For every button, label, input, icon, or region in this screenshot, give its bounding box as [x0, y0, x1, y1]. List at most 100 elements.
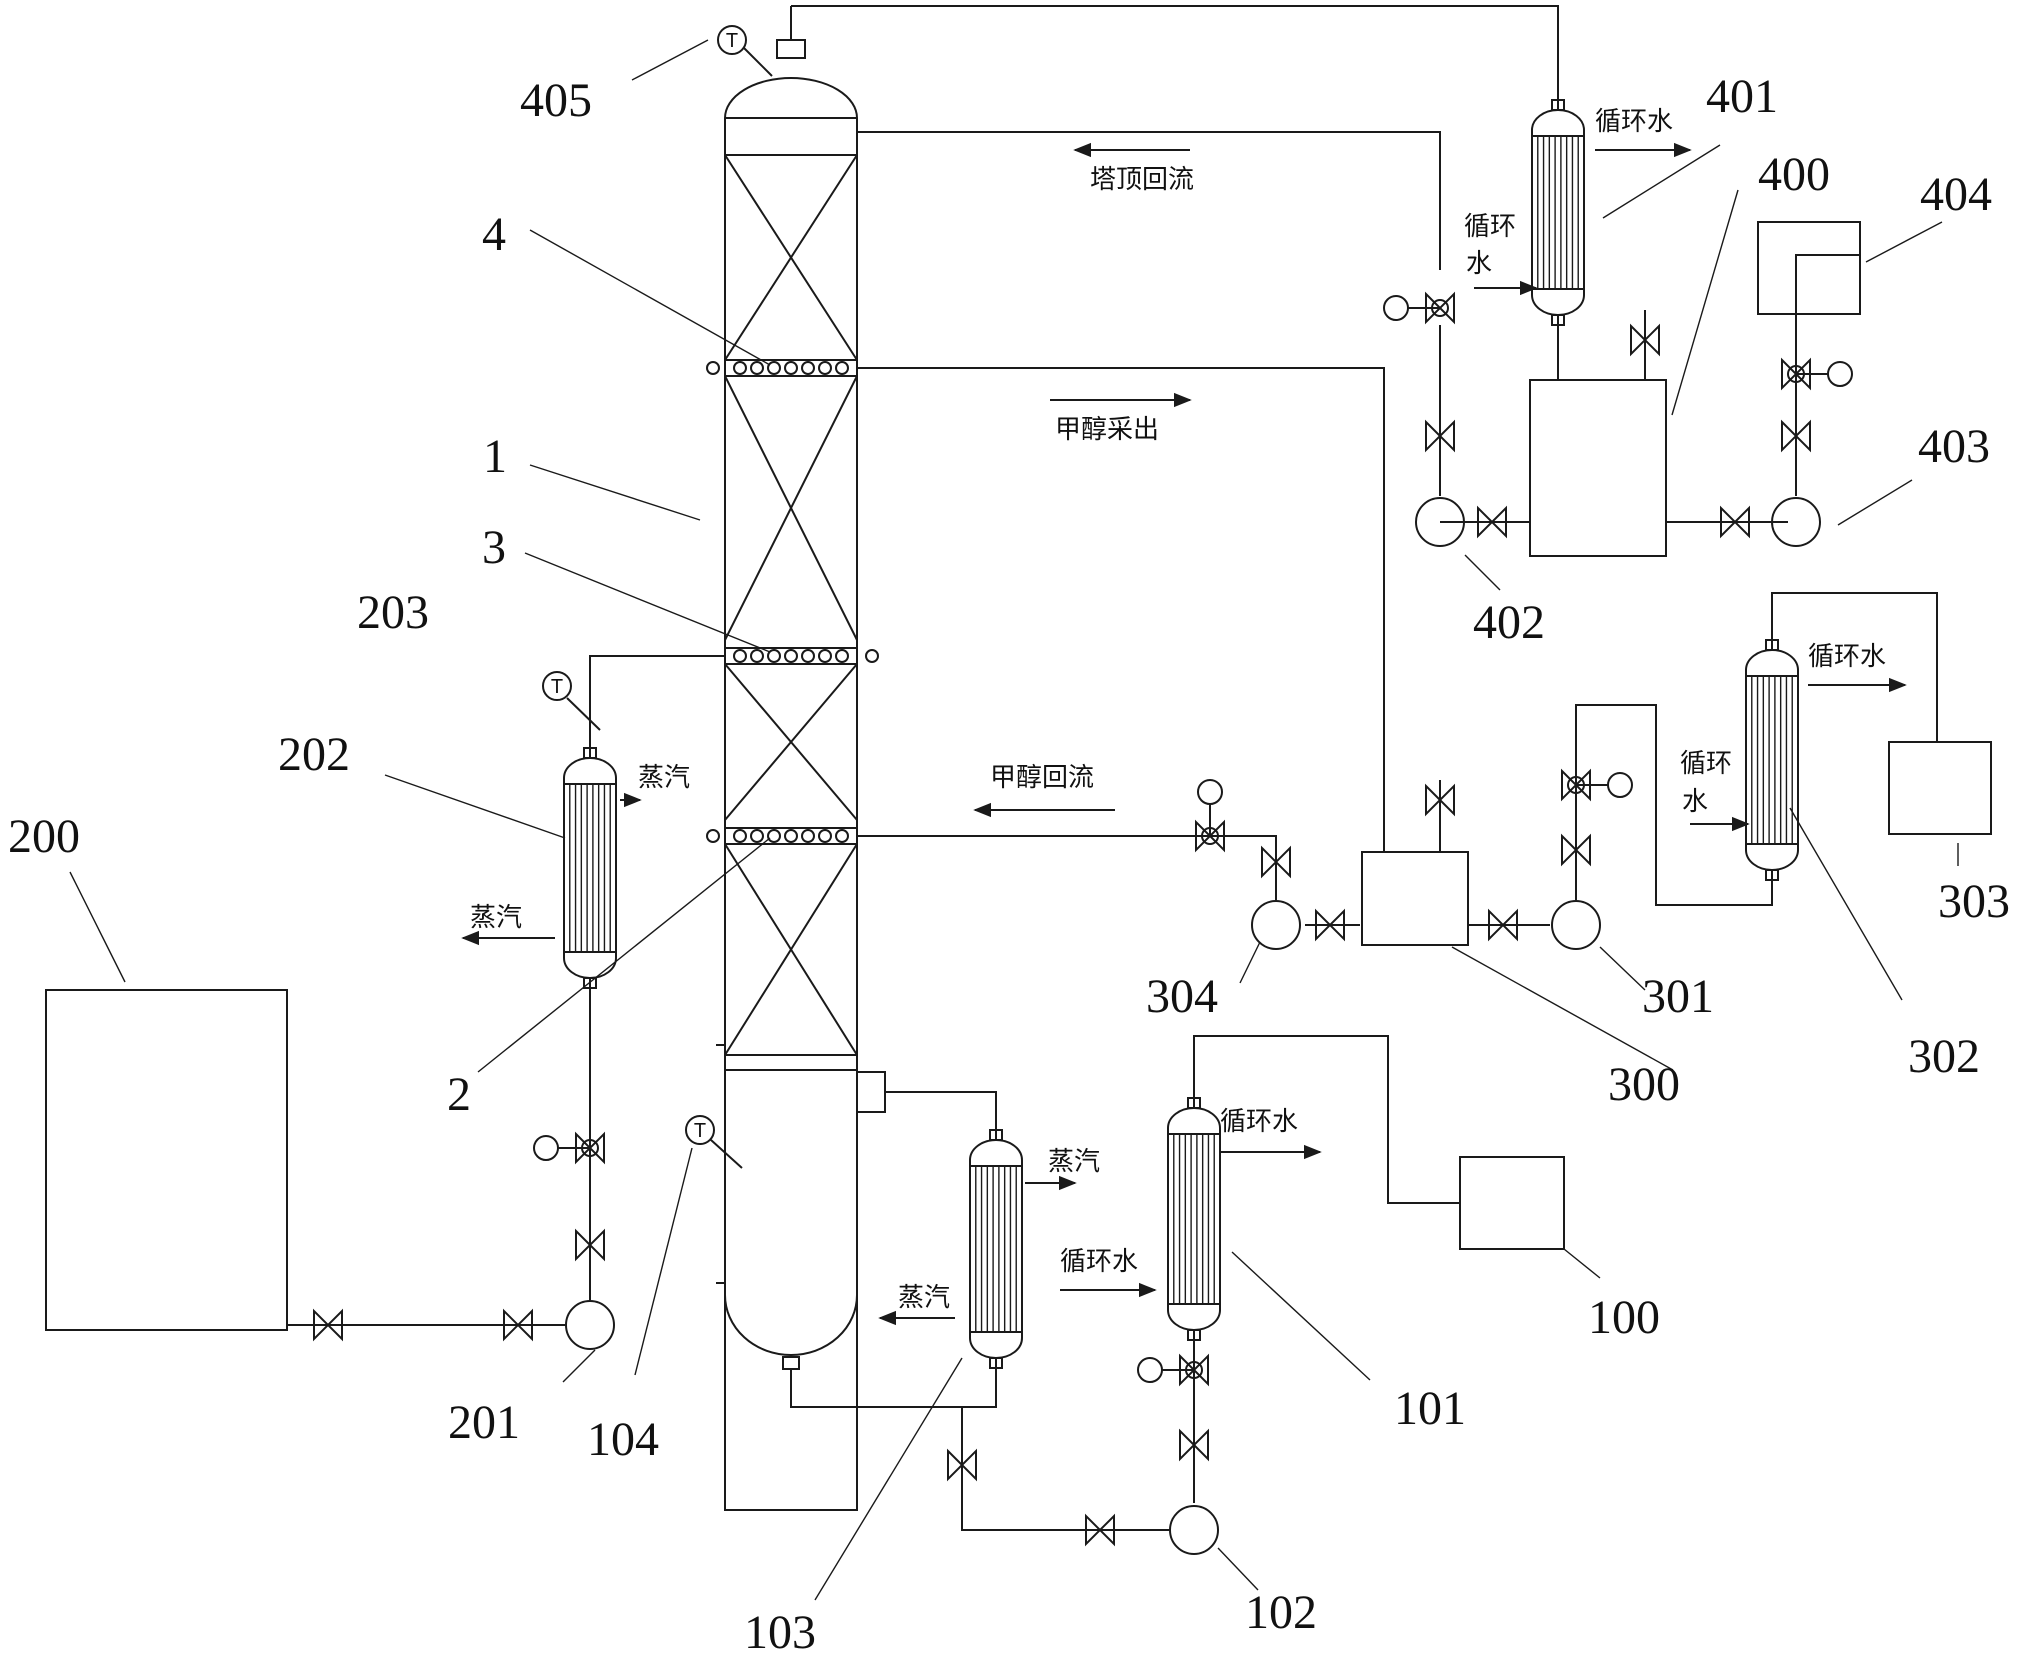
label-303: 303	[1938, 875, 2010, 928]
heat-exchangers	[563, 99, 1799, 1369]
distributor-3-hole	[818, 649, 832, 663]
cooler-101-bottom-nozzle	[1187, 1329, 1201, 1341]
distributor-3-end-hole	[865, 649, 879, 663]
label-203: 203	[357, 586, 429, 639]
distributor-holes	[706, 361, 879, 843]
valve-200-outlet	[313, 1308, 343, 1342]
distributor-4-hole	[818, 361, 832, 375]
pump-301	[1551, 900, 1601, 950]
control-valve-404-positioner	[1827, 361, 1853, 387]
distributor-3-hole	[801, 649, 815, 663]
cooler-302	[1745, 639, 1799, 881]
valve-201-inlet	[503, 1308, 533, 1342]
valve-103-outlet	[947, 1448, 977, 1482]
control-valve-101-body	[1179, 1353, 1209, 1387]
label-401: 401	[1706, 70, 1778, 123]
steam-202-in-label: 蒸汽	[638, 763, 690, 793]
pump-403	[1771, 497, 1821, 547]
label-200: 200	[8, 810, 80, 863]
methanol-reflux-label: 甲醇回流	[990, 763, 1094, 793]
distributor-2-hole	[801, 829, 815, 843]
control-valve-methanol-reflux-positioner	[1197, 779, 1223, 805]
cooler-101	[1167, 1097, 1221, 1341]
valve-402-outlet	[1425, 419, 1455, 453]
label-403: 403	[1918, 420, 1990, 473]
condenser-401-bottom-nozzle	[1551, 314, 1565, 326]
heater-202-bottom-nozzle	[583, 977, 597, 989]
cooling-water-401-in-label-b: 水	[1466, 249, 1492, 279]
cooling-water-302-in-label-b: 水	[1682, 787, 1708, 817]
svg-text:T: T	[551, 676, 563, 698]
temperature-indicator-405: T	[717, 25, 773, 77]
label-302: 302	[1908, 1030, 1980, 1083]
tank-303	[1888, 741, 1992, 835]
heater-202-top-nozzle	[583, 747, 597, 759]
control-valve-404	[1781, 357, 1853, 391]
tank-400	[1529, 379, 1667, 557]
condenser-401-shell	[1531, 109, 1585, 316]
valve-400-403	[1720, 505, 1750, 539]
distributor-4-hole	[767, 361, 781, 375]
flow-arrows	[461, 142, 1907, 1326]
steam-202-out-label: 蒸汽	[470, 903, 522, 933]
label-402: 402	[1473, 596, 1545, 649]
label-104: 104	[587, 1413, 659, 1466]
valve-102-inlet	[1085, 1513, 1115, 1547]
tank-300	[1361, 851, 1469, 946]
top-reflux-label: 塔顶回流	[1090, 165, 1194, 195]
pump-201	[565, 1300, 615, 1350]
valve-403-outlet	[1781, 419, 1811, 453]
cooling-water-401-in-label-a: 循环	[1464, 212, 1516, 242]
label-405: 405	[520, 74, 592, 127]
steam-103-in-label: 蒸汽	[1048, 1147, 1100, 1177]
control-valve-404-body	[1781, 357, 1811, 391]
methanol-out-label: 甲醇采出	[1055, 415, 1159, 445]
valve-301-outlet	[1561, 833, 1591, 867]
label-4: 4	[482, 208, 506, 261]
tanks	[45, 221, 1992, 1331]
label-100: 100	[1588, 1291, 1660, 1344]
distributor-2-hole	[733, 829, 747, 843]
tank-100	[1459, 1156, 1565, 1250]
distributor-3-hole	[835, 649, 849, 663]
distributor-3-hole	[733, 649, 747, 663]
label-300: 300	[1608, 1058, 1680, 1111]
flow-captions: 塔顶回流 甲醇采出 甲醇回流 循环水 循环 水 循环水 循环 水 循环水 循环水…	[470, 107, 1886, 1313]
distillation-column	[716, 6, 886, 1511]
label-103: 103	[744, 1606, 816, 1659]
cooler-302-shell	[1745, 649, 1799, 871]
distributor-4-hole	[733, 361, 747, 375]
valve-300-301	[1488, 908, 1518, 942]
control-valve-methanol-reflux-body	[1195, 819, 1225, 853]
cooling-water-302-in-label-a: 循环	[1680, 749, 1732, 779]
condenser-401	[1531, 99, 1585, 326]
svg-text:T: T	[726, 30, 738, 52]
distributor-3-hole	[784, 649, 798, 663]
label-2: 2	[447, 1068, 471, 1121]
valve-102-outlet	[1179, 1428, 1209, 1462]
pump-402	[1415, 497, 1465, 547]
leader-lines	[69, 39, 1959, 1601]
control-valve-302-body	[1561, 768, 1591, 802]
distributor-2-end-hole	[706, 829, 720, 843]
distributor-4-end-hole	[706, 361, 720, 375]
cooler-302-bottom-nozzle	[1765, 869, 1779, 881]
temperature-indicator-104: T	[685, 1115, 743, 1169]
distributor-3-hole	[767, 649, 781, 663]
steam-103-out-label: 蒸汽	[898, 1283, 950, 1313]
reboiler-103-top-nozzle	[989, 1129, 1003, 1141]
label-1: 1	[483, 430, 507, 483]
distributor-2-hole	[784, 829, 798, 843]
pumps	[565, 497, 1821, 1555]
reboiler-103-shell	[969, 1139, 1023, 1359]
distributor-2-hole	[835, 829, 849, 843]
tank-200	[45, 989, 288, 1331]
label-304: 304	[1146, 970, 1218, 1023]
condenser-401-top-nozzle	[1551, 99, 1565, 111]
cooler-302-top-nozzle	[1765, 639, 1779, 651]
temperature-indicator-203: T	[542, 671, 601, 731]
control-valve-401-positioner	[1383, 295, 1409, 321]
tank-404	[1757, 221, 1861, 315]
label-101: 101	[1394, 1382, 1466, 1435]
